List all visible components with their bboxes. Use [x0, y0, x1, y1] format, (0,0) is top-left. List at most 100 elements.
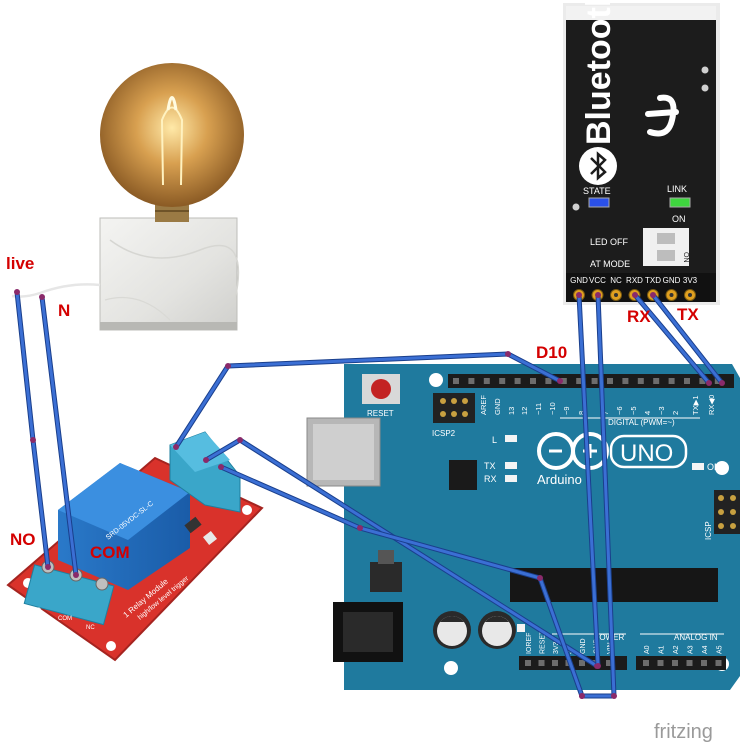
- wires: [14, 289, 725, 699]
- digital-pin-label: 4: [643, 411, 652, 415]
- on-led: [692, 463, 704, 470]
- wire-live[interactable]: [15, 290, 50, 569]
- bt-on-label: ON: [672, 214, 686, 224]
- digital-pin-label: GND: [493, 398, 502, 415]
- digital-pin-label: 7: [601, 411, 610, 415]
- wire-bt-gnd[interactable]: [577, 293, 600, 668]
- power-pin-label: RESET: [540, 630, 547, 654]
- lamp: [11, 63, 244, 331]
- dfrobot-logo-icon: [645, 94, 679, 137]
- arduino-board: [344, 364, 740, 690]
- bt-at-mode-label: AT MODE: [590, 259, 630, 269]
- power-pin-hole[interactable]: [525, 660, 531, 666]
- digital-pin-label: 13: [507, 407, 516, 415]
- analog-label: ANALOG IN: [674, 633, 718, 642]
- bt-pin-label: TXD: [645, 276, 661, 285]
- relay-module: SRD-05VDC-SL-C 1 Relay Module high/low l…: [6, 431, 264, 662]
- digital-pin-label: RX◀0: [707, 395, 716, 415]
- analog-pin-label: A0: [644, 645, 651, 654]
- power-pin-hole[interactable]: [606, 660, 612, 666]
- state-led: [588, 197, 610, 208]
- icsp2-header: [433, 393, 475, 423]
- wire-relay-gnd[interactable]: [219, 465, 584, 698]
- digital-pin-hole[interactable]: [684, 378, 690, 384]
- analog-pin-hole[interactable]: [672, 660, 678, 666]
- icsp-header: [714, 490, 740, 534]
- power-pin-hole[interactable]: [538, 660, 545, 666]
- analog-pin-hole[interactable]: [715, 660, 722, 666]
- bt-pin-label: NC: [610, 276, 622, 285]
- analog-pin-hole[interactable]: [657, 660, 664, 666]
- rx-led-label: RX: [484, 474, 497, 484]
- digital-label: DIGITAL (PWM=~): [608, 418, 675, 427]
- on-led-label: ON: [707, 462, 721, 472]
- power-pin-hole[interactable]: [552, 660, 558, 666]
- wire-bt-txd[interactable]: [651, 293, 724, 385]
- n-label: N: [58, 301, 70, 320]
- digital-pin-label: ~9: [562, 406, 571, 415]
- analog-pin-hole[interactable]: [686, 660, 693, 666]
- power-pin-hole[interactable]: [579, 660, 585, 666]
- digital-pin-label: ~10: [548, 402, 557, 415]
- digital-pin-hole[interactable]: [622, 378, 629, 384]
- digital-pin-label: 2: [671, 411, 680, 415]
- digital-pin-label: 8: [577, 411, 586, 415]
- bt-pin-label: VCC: [589, 276, 606, 285]
- digital-pin-hole[interactable]: [653, 378, 660, 384]
- bt-led-off-label: LED OFF: [590, 237, 629, 247]
- live-label: live: [6, 254, 34, 273]
- rx-led: [505, 475, 517, 482]
- digital-pin-label: ~3: [657, 406, 666, 415]
- bt-pin-label: RXD: [626, 276, 643, 285]
- regulator: [370, 562, 402, 592]
- digital-pin-hole[interactable]: [560, 378, 567, 384]
- wire-neutral[interactable]: [40, 295, 78, 577]
- terminal-label-nc: NC: [86, 625, 95, 631]
- wire-d10[interactable]: [174, 352, 562, 449]
- tx-led-label: TX: [484, 461, 496, 471]
- analog-pin-hole[interactable]: [701, 660, 707, 666]
- terminal-screw-nc[interactable]: [95, 577, 109, 591]
- icsp2-label: ICSP2: [432, 429, 456, 438]
- digital-pin-hole[interactable]: [499, 378, 506, 384]
- analog-pin-hole[interactable]: [643, 660, 649, 666]
- digital-header: [448, 374, 734, 388]
- terminal-label-com: COM: [58, 616, 72, 622]
- digital-pin-hole[interactable]: [699, 378, 706, 384]
- wire-bt-rxd[interactable]: [633, 293, 711, 385]
- digital-pin-label: AREF: [479, 395, 488, 415]
- power-pin-label: GND: [580, 638, 587, 654]
- bulb: [100, 63, 244, 207]
- digital-pin-hole[interactable]: [468, 378, 475, 384]
- usb-chip: [449, 460, 477, 490]
- digital-pin-hole[interactable]: [637, 378, 644, 384]
- digital-pin-hole[interactable]: [607, 378, 613, 384]
- bt-pin-label: 3V3: [683, 276, 698, 285]
- digital-pin-label: 12: [520, 407, 529, 415]
- digital-pin-label: ~5: [629, 406, 638, 415]
- analog-pin-label: A5: [717, 645, 724, 654]
- digital-pin-hole[interactable]: [668, 378, 675, 384]
- digital-pin-hole[interactable]: [530, 378, 536, 384]
- digital-pin-hole[interactable]: [545, 378, 552, 384]
- d10-label: D10: [536, 343, 567, 362]
- terminal-label-no: NO: [32, 608, 41, 614]
- digital-pin-hole[interactable]: [483, 378, 490, 384]
- digital-pin-hole[interactable]: [453, 378, 459, 384]
- bluetooth-title: Bluetooth: [580, 0, 618, 145]
- analog-pin-label: A1: [659, 645, 666, 654]
- fritzing-watermark: fritzing: [654, 721, 713, 743]
- analog-pin-label: A3: [688, 645, 695, 654]
- uno-label: UNO: [620, 440, 673, 467]
- digital-pin-hole[interactable]: [576, 378, 583, 384]
- tx-led: [505, 462, 517, 469]
- marble-base: [99, 217, 238, 331]
- digital-pin-hole[interactable]: [514, 378, 521, 384]
- digital-pin-hole[interactable]: [591, 378, 598, 384]
